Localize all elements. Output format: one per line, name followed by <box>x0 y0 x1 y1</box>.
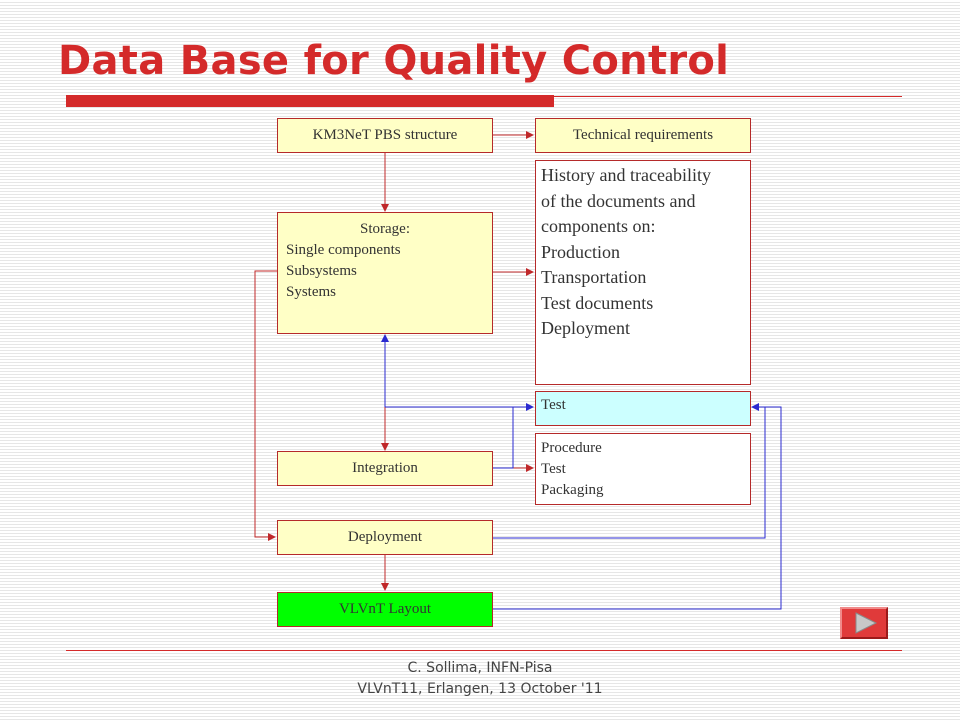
storage-title: Storage: <box>360 221 410 237</box>
next-slide-button[interactable] <box>840 607 888 639</box>
footer-rule <box>66 650 902 651</box>
history-line: Deployment <box>541 318 630 338</box>
procedure-item: Packaging <box>541 482 604 498</box>
history-traceability-box: History and traceability of the document… <box>535 160 751 385</box>
procedure-item: Test <box>541 461 566 477</box>
pbs-structure-box: KM3NeT PBS structure <box>277 118 493 153</box>
procedure-box: Procedure Test Packaging <box>535 433 751 505</box>
title-rule <box>552 96 902 97</box>
history-line: Test documents <box>541 292 654 313</box>
history-line: History and traceability <box>541 165 711 185</box>
play-triangle-icon <box>855 612 878 634</box>
title-underline-bar <box>66 95 554 107</box>
footer-author: C. Sollima, INFN-Pisa <box>407 660 553 676</box>
vlvnt-layout-box: VLVnT Layout <box>277 592 493 627</box>
storage-item: Subsystems <box>286 263 357 279</box>
storage-item: Single components <box>286 242 401 258</box>
storage-item: Systems <box>286 284 337 300</box>
history-line: components on: <box>541 216 656 236</box>
integration-box: Integration <box>277 451 493 486</box>
history-line: Transportation <box>541 267 647 287</box>
history-line: of the documents and <box>541 190 696 211</box>
technical-requirements-box: Technical requirements <box>535 118 751 153</box>
storage-box: Storage: Single components Subsystems Sy… <box>277 212 493 334</box>
slide-title: Data Base for Quality Control <box>58 38 730 84</box>
footer-event: VLVnT11, Erlangen, 13 October '11 <box>357 681 603 697</box>
deployment-box: Deployment <box>277 520 493 555</box>
procedure-item: Procedure <box>541 440 602 456</box>
test-box: Test <box>535 391 751 426</box>
history-line: Production <box>541 241 620 262</box>
